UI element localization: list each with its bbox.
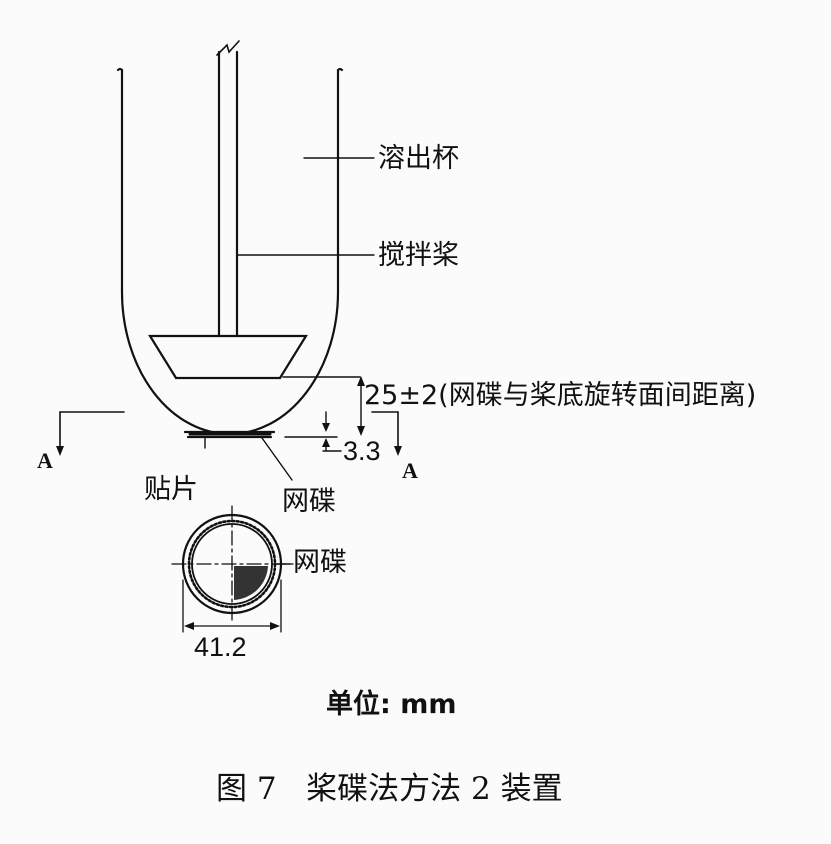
diameter-ext-lines [182,579,282,633]
paddle-label: 搅拌桨 [378,240,459,271]
distance-label: 25±2(网碟与桨底旋转面间距离) [364,380,757,411]
height-arrow-down [322,423,330,432]
paddle-shaft [217,50,239,338]
diameter-arrow-right [270,622,280,630]
section-label-right: A [402,458,418,483]
disk-side-label: 网碟 [282,486,336,517]
shaft-break [216,40,240,56]
distance-arrow-down [357,426,365,436]
disk-plan-patch [234,566,268,600]
disk-section [183,430,276,439]
height-arrow-up [322,438,330,447]
diameter-arrow-left [184,622,194,630]
unit-note: 单位: mm [326,689,457,720]
vessel-label: 溶出杯 [378,143,459,174]
disk-plan-label: 网碟 [293,547,347,578]
paddle-blade [148,334,308,380]
disk-leader [261,437,293,481]
section-mark-right [371,411,399,453]
patch-label: 贴片 [144,474,198,505]
section-mark-left [59,411,125,453]
figure-caption: 图 7 桨碟法方法 2 装置 [216,771,563,807]
section-arrow-right [394,446,402,456]
disk-height-label: 3.3 [343,436,381,466]
vessel-outline [116,67,344,436]
section-arrow-left [56,446,64,456]
diameter-label: 41.2 [194,632,247,662]
section-label-left: A [37,448,53,473]
distance-arrow-up [357,376,365,386]
